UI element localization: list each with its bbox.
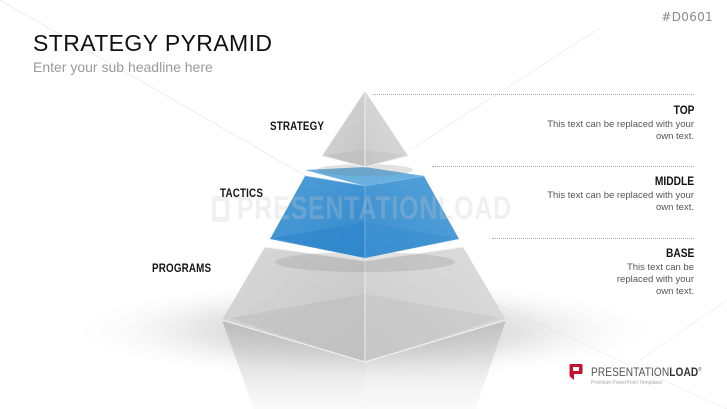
pyramid-reflection xyxy=(222,320,506,409)
level-label-programs: PROGRAMS xyxy=(152,261,212,275)
watermark-logo-icon xyxy=(212,196,230,222)
logo-brand: PRESENTATIONLOAD® xyxy=(591,367,702,379)
page-title: STRATEGY PYRAMID xyxy=(33,30,273,56)
watermark: PRESENTATIONLOAD xyxy=(212,190,512,227)
connector-line-base xyxy=(492,238,694,239)
description-middle: MIDDLE This text can be replaced with yo… xyxy=(547,172,694,214)
description-heading: MIDDLE xyxy=(654,174,694,188)
presentationload-logo: PRESENTATIONLOAD® Premium PowerPoint Tem… xyxy=(569,363,717,386)
level-label-strategy: STRATEGY xyxy=(270,119,325,133)
description-top: TOP This text can be replaced with your … xyxy=(547,101,694,143)
pyramid-level-base[interactable] xyxy=(221,246,507,363)
description-text-line: This text can be xyxy=(626,262,694,273)
slide-code: #D0601 xyxy=(661,10,713,24)
description-text-line: This text can be replaced with your xyxy=(547,190,694,201)
logo-brand-bold: LOAD xyxy=(669,367,699,379)
description-base: BASE This text can be replaced with your… xyxy=(617,244,694,298)
description-text-line: This text can be replaced with your xyxy=(547,119,694,130)
connector-line-middle xyxy=(432,166,694,167)
description-text-line: own text. xyxy=(655,131,694,142)
description-text-line: replaced with your xyxy=(616,274,694,285)
description-heading: BASE xyxy=(665,246,694,260)
description-text-line: own text. xyxy=(655,286,694,297)
watermark-text: PRESENTATIONLOAD xyxy=(236,190,512,226)
description-text-line: own text. xyxy=(655,202,694,213)
pyramid-level-strategy[interactable] xyxy=(321,91,409,168)
description-heading: TOP xyxy=(673,103,694,117)
connector-line-top xyxy=(373,94,694,95)
presentationload-logo-icon xyxy=(569,364,583,380)
pyramid-level-tactics[interactable] xyxy=(270,167,459,258)
level-label-tactics: TACTICS xyxy=(220,186,264,200)
logo-registered-mark: ® xyxy=(698,367,702,374)
page-subtitle: Enter your sub headline here xyxy=(33,59,213,75)
logo-tagline: Premium PowerPoint Templates xyxy=(591,380,663,386)
logo-brand-light: PRESENTATION xyxy=(591,367,670,379)
